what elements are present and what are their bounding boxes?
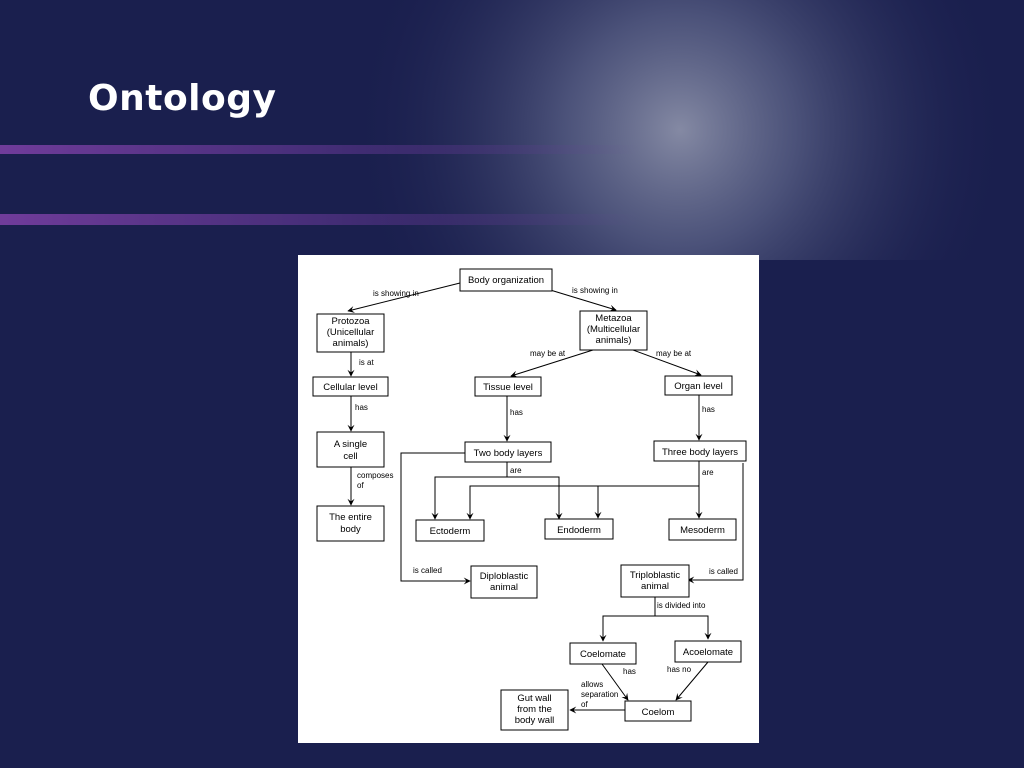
edge-label: may be at	[530, 349, 566, 358]
node-mesoderm: Mesoderm	[668, 518, 737, 541]
node-label: Two body layers	[474, 448, 543, 459]
node-metazoa: Metazoa (Multicellular animals)	[579, 310, 648, 351]
node-body-organization: Body organization	[459, 268, 553, 292]
node-label: Metazoa	[595, 313, 632, 324]
edge-label: of	[357, 481, 364, 490]
connector-lines	[347, 282, 744, 714]
node-label: Endoderm	[557, 525, 601, 536]
node-single-cell: A single cell	[316, 431, 385, 468]
node-ectoderm: Ectoderm	[415, 519, 485, 542]
node-diploblastic: Diploblastic animal	[470, 565, 538, 599]
node-label: The entire	[329, 512, 372, 523]
node-protozoa: Protozoa (Unicellular animals)	[316, 313, 385, 353]
node-endoderm: Endoderm	[544, 518, 614, 540]
edge-label: separation	[581, 690, 618, 699]
node-acoelomate: Acoelomate	[674, 640, 742, 663]
node-label: Diploblastic	[480, 571, 529, 582]
node-label: Triploblastic	[630, 570, 681, 581]
node-label: Protozoa	[331, 316, 370, 327]
node-tissue-level: Tissue level	[474, 376, 542, 397]
node-label: Acoelomate	[683, 647, 733, 658]
node-label: Ectoderm	[430, 526, 471, 537]
edge-label: is showing in	[572, 286, 618, 295]
node-label: Coelomate	[580, 649, 626, 660]
node-label: Three body layers	[662, 447, 738, 458]
node-label: animals)	[596, 335, 632, 346]
node-label: Gut wall	[517, 693, 551, 704]
edge-labels: is showing in is showing in may be at ma…	[355, 286, 738, 709]
edge-label: are	[510, 466, 522, 475]
node-label: Tissue level	[483, 382, 533, 393]
node-label: cell	[343, 451, 357, 462]
edge-label: has no	[667, 665, 692, 674]
node-label: Cellular level	[323, 382, 377, 393]
node-organ-level: Organ level	[664, 375, 733, 396]
node-entire-body: The entire body	[316, 505, 385, 542]
edge-label: is called	[709, 567, 738, 576]
node-label: animal	[490, 582, 518, 593]
edge-label: has	[510, 408, 523, 417]
node-coelom: Coelom	[624, 700, 692, 722]
edge-label: of	[581, 700, 588, 709]
edge-label: are	[702, 468, 714, 477]
node-label: from the	[517, 704, 552, 715]
edge-label: is showing in	[373, 289, 419, 298]
edge-label: is called	[413, 566, 442, 575]
edge-label: allows	[581, 680, 603, 689]
node-label: Coelom	[642, 707, 675, 718]
node-label: body wall	[515, 715, 555, 726]
node-cellular-level: Cellular level	[312, 376, 389, 397]
edge-label: may be at	[656, 349, 692, 358]
node-label: (Multicellular	[587, 324, 640, 335]
node-label: animal	[641, 581, 669, 592]
edge-label: is at	[359, 358, 374, 367]
edge-label: composes	[357, 471, 393, 480]
node-label: Mesoderm	[680, 525, 725, 536]
node-triploblastic: Triploblastic animal	[620, 564, 690, 598]
node-label: Body organization	[468, 275, 544, 286]
node-label: animals)	[333, 338, 369, 349]
node-two-body-layers: Two body layers	[464, 441, 552, 463]
node-label: Organ level	[674, 381, 723, 392]
node-gut-wall: Gut wall from the body wall	[500, 689, 569, 731]
node-label: body	[340, 524, 361, 535]
slide-title: Ontology	[88, 78, 277, 119]
node-three-body-layers: Three body layers	[653, 440, 747, 462]
edge-label: is divided into	[657, 601, 706, 610]
concept-map: Body organization Protozoa (Unicellular …	[298, 255, 759, 743]
node-label: (Unicellular	[327, 327, 375, 338]
node-label: A single	[334, 439, 367, 450]
node-coelomate: Coelomate	[569, 642, 637, 665]
edge-label: has	[355, 403, 368, 412]
edge-label: has	[623, 667, 636, 676]
decorative-stripe	[0, 145, 640, 154]
edge-label: has	[702, 405, 715, 414]
decorative-stripe	[0, 214, 640, 225]
